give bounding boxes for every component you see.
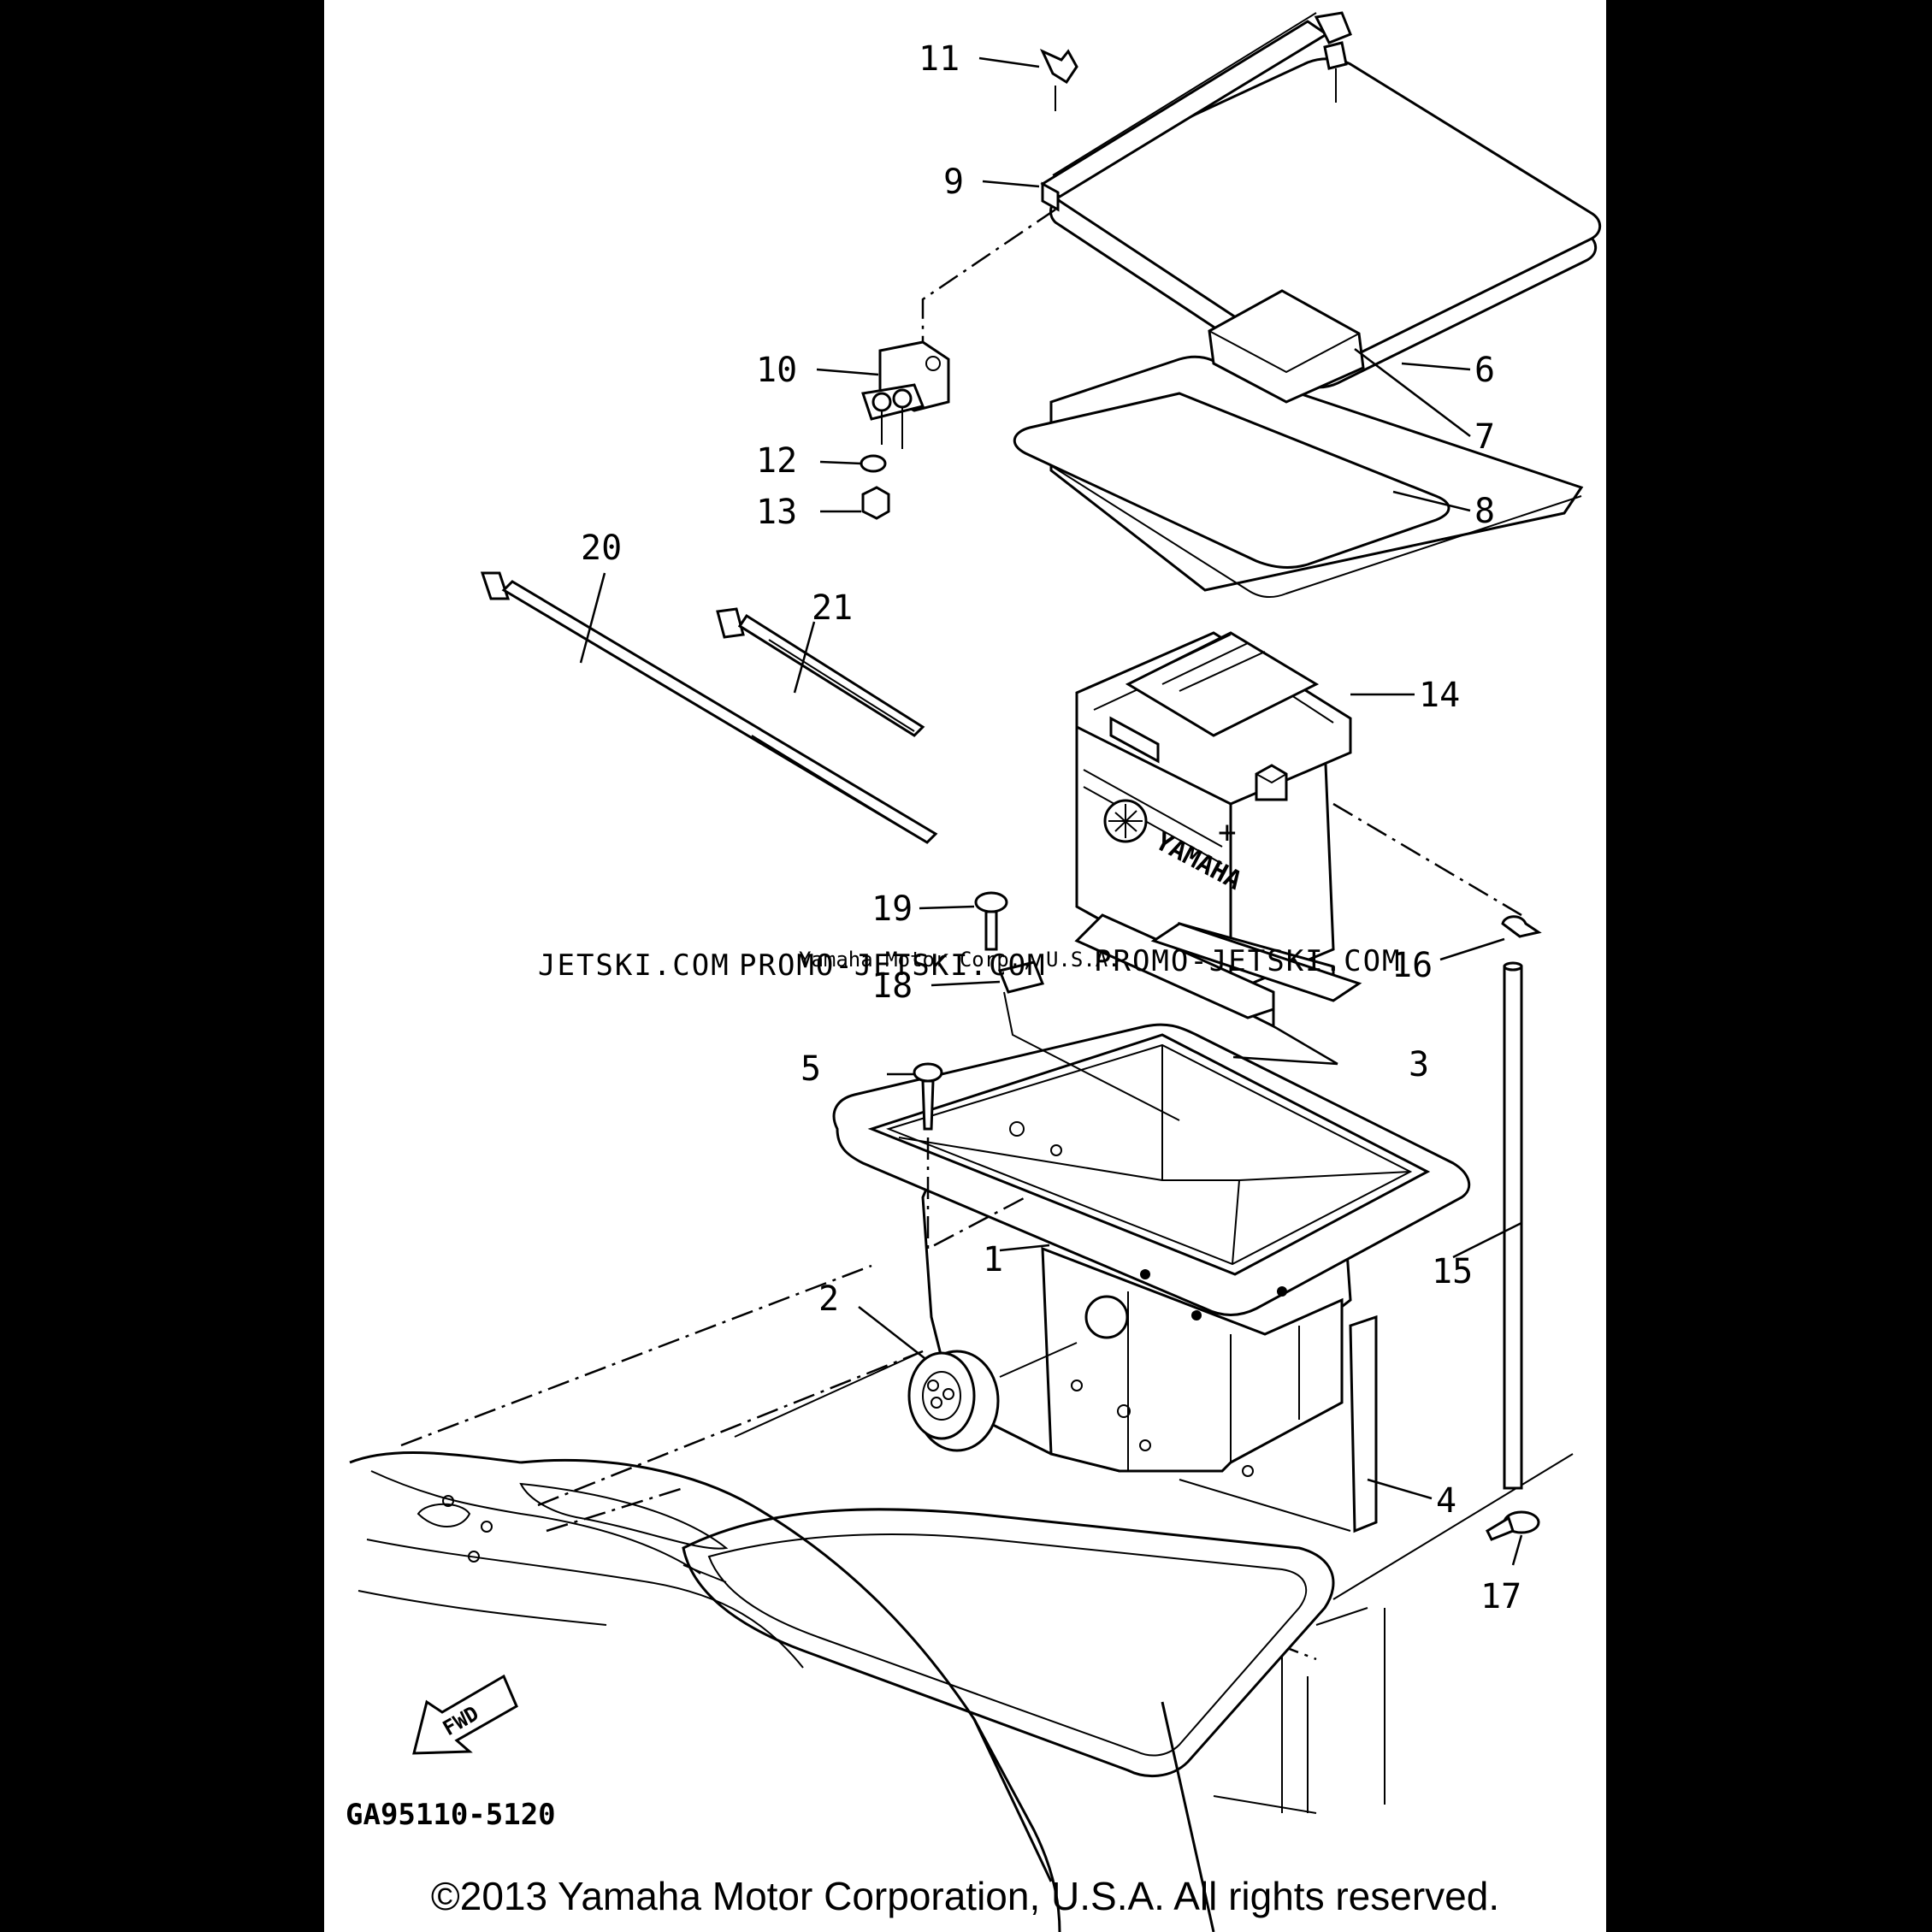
callout-13: 13	[756, 493, 797, 532]
fwd-arrow: FWD	[412, 1674, 518, 1755]
exploded-parts-diagram: YAMAHA +	[346, 11, 1602, 1932]
watermark-3: PROMO-JETSKI.COM	[1094, 944, 1402, 978]
battery-bracket	[861, 340, 950, 449]
callout-14: 14	[1419, 676, 1460, 715]
callout-16: 16	[1391, 946, 1433, 985]
callout-18: 18	[871, 966, 913, 1006]
watermarks: JETSKI.COM PROMO-JETSKI.COM PROMO-JETSKI…	[538, 944, 1402, 983]
diagram-sheet: YAMAHA +	[324, 0, 1606, 1932]
callout-4: 4	[1436, 1481, 1456, 1521]
washer	[860, 454, 887, 473]
hose-clip	[1501, 915, 1542, 938]
battery-cover-set	[1013, 57, 1602, 599]
copyright-notice: ©2013 Yamaha Motor Corporation, U.S.A. A…	[430, 1874, 1500, 1918]
callout-15: 15	[1432, 1252, 1473, 1291]
clamp-18	[997, 960, 1180, 1121]
terminal-mark: +	[1218, 815, 1237, 850]
callout-20: 20	[581, 529, 622, 568]
callout-11: 11	[919, 39, 960, 79]
hull-deck-outline	[349, 1264, 1574, 1932]
watermark-small: Yamaha Motor Corp., U.S.A.	[799, 948, 1120, 972]
nut	[861, 486, 890, 520]
leader-lines	[579, 56, 1523, 1566]
cable-tie-21	[716, 607, 925, 737]
callout-numbers: 1 2 3 4 5 6 7 8 9 10 11 12 13 14 15 16 1…	[581, 39, 1521, 1616]
callout-7: 7	[1474, 417, 1495, 457]
callout-9: 9	[943, 162, 964, 202]
hold-down-bar	[921, 11, 1352, 342]
callout-2: 2	[818, 1279, 839, 1319]
callout-3: 3	[1409, 1045, 1429, 1084]
battery-case	[832, 1023, 1471, 1533]
watermark-2: PROMO-JETSKI.COM	[739, 948, 1047, 983]
hose-clamp	[1486, 1510, 1540, 1541]
spacers	[1074, 913, 1362, 1019]
screw-5	[913, 1062, 1026, 1251]
grommet	[907, 1342, 1078, 1452]
callout-8: 8	[1474, 492, 1495, 531]
callout-19: 19	[871, 889, 913, 929]
callout-5: 5	[801, 1049, 821, 1089]
watermark-1: JETSKI.COM	[538, 948, 730, 983]
callout-21: 21	[812, 588, 853, 628]
callout-10: 10	[756, 351, 797, 390]
wing-nut	[1039, 48, 1078, 111]
bolt-19	[974, 891, 1008, 951]
callout-17: 17	[1480, 1577, 1521, 1616]
callout-6: 6	[1474, 351, 1495, 390]
diagram-code: GA95110-5120	[346, 1798, 556, 1832]
cable-tie-20	[480, 571, 938, 844]
callout-1: 1	[983, 1240, 1003, 1279]
callout-12: 12	[756, 441, 797, 481]
